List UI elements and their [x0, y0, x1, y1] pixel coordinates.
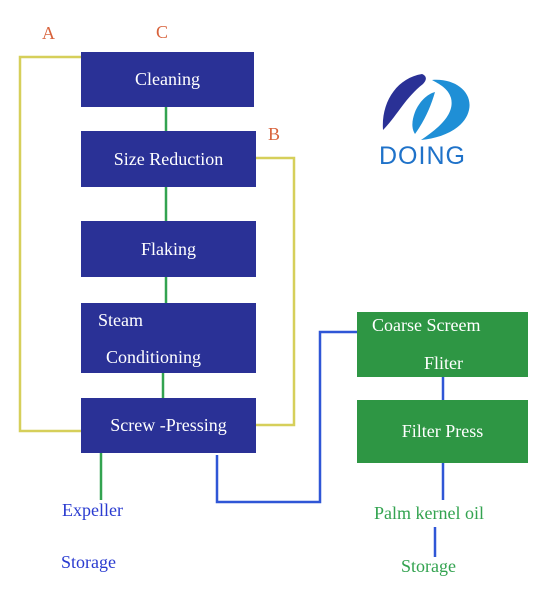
screw-pressing-label: Screw -Pressing [110, 415, 227, 435]
size-reduction-box: Size Reduction [81, 131, 256, 187]
coarse-screen-filter-box: Coarse Screem Fliter [357, 312, 528, 377]
loop-a-line [18, 55, 82, 433]
screw-pressing-box: Screw -Pressing [81, 398, 256, 453]
cleaning-box: Cleaning [81, 52, 254, 107]
loop-b-line [256, 156, 296, 427]
fliter-label: Fliter [424, 353, 463, 373]
marker-c: C [156, 22, 169, 42]
filter-press-label: Filter Press [401, 421, 484, 441]
flaking-label: Flaking [140, 238, 196, 259]
size-reduction-label: Size Reduction [113, 148, 224, 169]
steam-label: Steam [98, 310, 143, 330]
palm-kernel-oil-label: Palm kernel oil [374, 503, 484, 523]
coarse-screen-label: Coarse Screem [372, 315, 481, 335]
conditioning-label: Conditioning [106, 347, 202, 367]
connector-screw-coarse [215, 330, 357, 504]
cleaning-label: Cleaning [135, 69, 200, 89]
filter-press-box: Filter Press [357, 400, 528, 463]
marker-b: B [268, 124, 281, 144]
steam-conditioning-box: Steam Conditioning [81, 303, 256, 373]
logo-text: DOING [379, 142, 466, 170]
expeller-storage-label: Storage [61, 552, 116, 572]
expeller-label: Expeller [62, 500, 123, 520]
doing-logo-icon [382, 74, 470, 140]
flaking-box: Flaking [81, 221, 256, 277]
oil-storage-label: Storage [401, 556, 456, 576]
marker-a: A [42, 23, 55, 43]
